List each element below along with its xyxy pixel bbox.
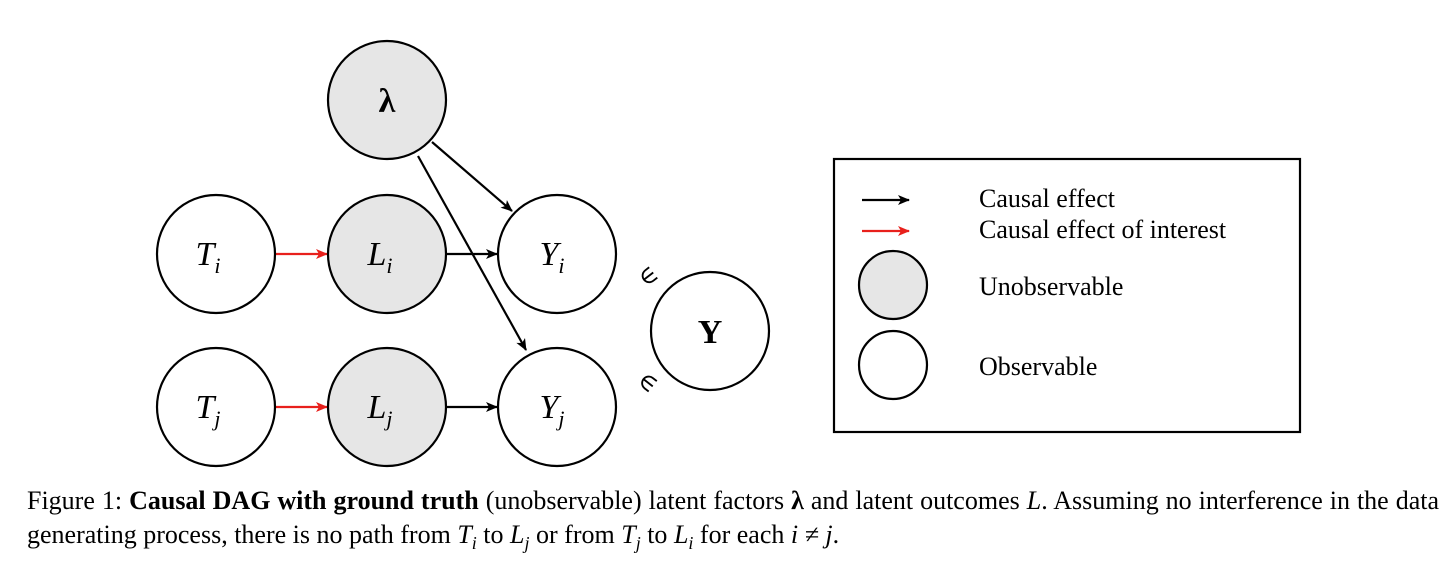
node-li: Li (326, 193, 448, 315)
caption-or-from: or from (536, 520, 615, 549)
edge-lambda-yi (431, 141, 513, 212)
edge-lambda-yj (417, 155, 527, 351)
element-of-symbol-lower: ∈ (632, 365, 663, 398)
node-y-set-label: Y (698, 314, 723, 351)
caption-prefix: Figure 1: (27, 486, 123, 515)
svg-text:Yj: Yj (539, 389, 564, 431)
caption-neq: i ≠ j (790, 520, 833, 549)
legend-box: Causal effect Causal effect of interest … (832, 157, 1302, 434)
svg-text:Lj: Lj (366, 389, 392, 431)
legend-unobservable-swatch (857, 249, 929, 321)
node-tj-label: T (195, 389, 216, 426)
node-lambda-label: λ (379, 83, 396, 120)
caption-text-2: and latent outcomes (810, 486, 1020, 515)
caption-to-1: to (483, 520, 504, 549)
figure-caption: Figure 1: Causal DAG with ground truth (… (27, 484, 1439, 552)
svg-text:Ti: Ti (195, 236, 220, 278)
caption-text-1: (unobservable) latent factors (485, 486, 785, 515)
caption-Ti: Ti (457, 520, 477, 554)
node-y-set: Y (649, 270, 771, 392)
svg-text:Li: Li (366, 236, 392, 278)
caption-lambda: λ (791, 486, 804, 515)
node-yj: Yj (496, 346, 618, 468)
caption-Tj: Tj (621, 520, 641, 554)
node-yj-label: Y (539, 389, 561, 426)
node-tj: Tj (155, 346, 277, 468)
causal-dag-diagram: λ Ti Li Yi Tj Lj Yj Y ∈ ∈ Causal effect … (155, 39, 1302, 468)
caption-title: Causal DAG with ground truth (129, 486, 479, 515)
element-of-symbol-upper: ∈ (632, 259, 663, 292)
node-lj: Lj (326, 346, 448, 468)
node-tj-sub: j (211, 406, 220, 431)
node-ti-sub: i (214, 253, 220, 278)
node-ti: Ti (155, 193, 277, 315)
node-yi-sub: i (558, 253, 564, 278)
caption-for-each: for each (699, 520, 785, 549)
svg-text:Yi: Yi (539, 236, 564, 278)
node-lj-sub: j (383, 406, 392, 431)
node-lambda: λ (326, 39, 448, 161)
legend-interest-label: Causal effect of interest (979, 215, 1227, 244)
caption-Li: Li (673, 520, 694, 554)
node-li-label: L (366, 236, 386, 273)
node-yi: Yi (496, 193, 618, 315)
legend-unobservable-label: Unobservable (979, 272, 1123, 301)
caption-L: L (1026, 486, 1042, 515)
caption-to-2: to (647, 520, 668, 549)
node-ti-label: T (195, 236, 216, 273)
node-li-sub: i (386, 253, 392, 278)
svg-text:Tj: Tj (195, 389, 220, 431)
legend-observable-swatch (857, 329, 929, 401)
node-yj-sub: j (555, 406, 564, 431)
caption-text-3: . Assuming no interference in the data g… (27, 486, 1440, 549)
legend-observable-label: Observable (979, 352, 1097, 381)
legend-causal-label: Causal effect (979, 184, 1116, 213)
caption-end: . (832, 520, 840, 549)
node-yi-label: Y (539, 236, 561, 273)
node-lj-label: L (366, 389, 386, 426)
caption-Lj: Lj (510, 520, 530, 554)
